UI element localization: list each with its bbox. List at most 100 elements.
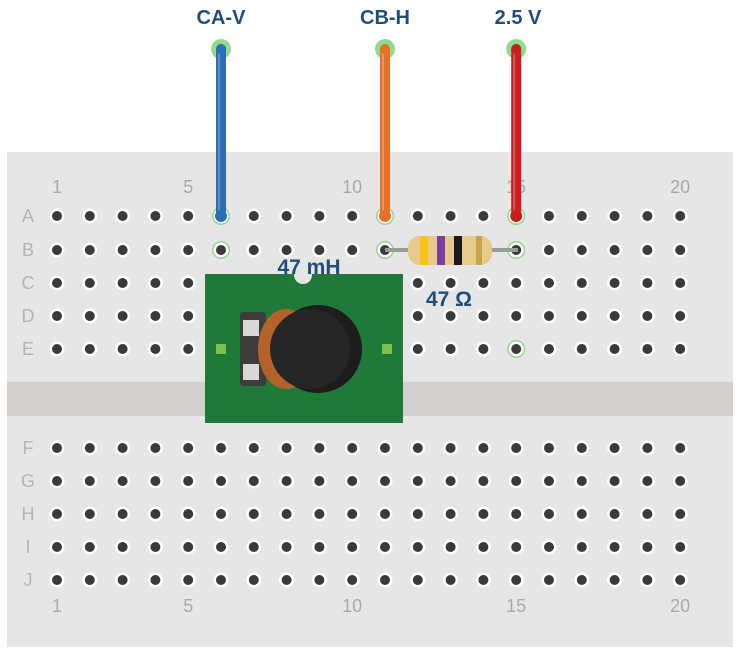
breadboard-hole[interactable]	[84, 245, 95, 255]
breadboard-hole[interactable]	[445, 575, 456, 585]
breadboard-hole[interactable]	[642, 311, 653, 321]
breadboard-hole[interactable]	[281, 245, 292, 255]
breadboard-hole[interactable]	[117, 542, 128, 552]
breadboard-hole[interactable]	[412, 278, 423, 288]
breadboard-hole[interactable]	[544, 211, 554, 221]
breadboard-hole[interactable]	[150, 311, 161, 321]
breadboard-hole[interactable]	[183, 211, 194, 221]
breadboard-hole[interactable]	[675, 245, 686, 255]
breadboard-hole[interactable]	[478, 311, 489, 321]
breadboard-hole[interactable]	[150, 542, 161, 552]
breadboard-hole[interactable]	[183, 311, 194, 321]
breadboard-hole[interactable]	[544, 542, 554, 552]
breadboard-hole[interactable]	[248, 443, 259, 453]
breadboard-hole[interactable]	[380, 542, 390, 552]
breadboard-hole[interactable]	[347, 245, 358, 255]
breadboard-hole[interactable]	[52, 443, 62, 453]
breadboard-hole[interactable]	[576, 344, 587, 354]
breadboard-hole[interactable]	[150, 245, 161, 255]
breadboard-hole[interactable]	[248, 509, 259, 519]
breadboard-hole[interactable]	[478, 575, 489, 585]
breadboard-hole[interactable]	[117, 575, 128, 585]
breadboard-hole[interactable]	[216, 542, 226, 552]
breadboard-hole[interactable]	[511, 443, 522, 453]
breadboard-hole[interactable]	[675, 311, 686, 321]
breadboard-hole[interactable]	[150, 211, 161, 221]
breadboard-hole[interactable]	[150, 443, 161, 453]
breadboard-hole[interactable]	[183, 509, 194, 519]
breadboard-hole[interactable]	[576, 443, 587, 453]
breadboard-hole[interactable]	[478, 542, 489, 552]
breadboard-hole[interactable]	[183, 344, 194, 354]
breadboard-hole[interactable]	[511, 575, 522, 585]
breadboard-hole[interactable]	[609, 575, 620, 585]
breadboard-hole[interactable]	[281, 509, 292, 519]
breadboard-hole[interactable]	[183, 476, 194, 486]
breadboard-hole[interactable]	[445, 443, 456, 453]
breadboard-hole[interactable]	[478, 443, 489, 453]
breadboard-hole[interactable]	[412, 476, 423, 486]
breadboard-hole[interactable]	[216, 575, 226, 585]
breadboard-hole[interactable]	[609, 443, 620, 453]
breadboard-hole[interactable]	[84, 344, 95, 354]
breadboard-hole[interactable]	[445, 509, 456, 519]
breadboard-hole[interactable]	[150, 278, 161, 288]
breadboard-hole[interactable]	[248, 476, 259, 486]
breadboard-hole[interactable]	[445, 311, 456, 321]
breadboard-hole[interactable]	[642, 344, 653, 354]
breadboard-hole[interactable]	[511, 278, 522, 288]
breadboard-hole[interactable]	[380, 476, 390, 486]
breadboard-hole[interactable]	[117, 509, 128, 519]
breadboard-hole[interactable]	[281, 443, 292, 453]
breadboard-hole[interactable]	[281, 211, 292, 221]
breadboard-hole[interactable]	[478, 344, 489, 354]
breadboard-hole[interactable]	[609, 344, 620, 354]
breadboard-hole[interactable]	[445, 476, 456, 486]
inductor-module[interactable]	[205, 266, 403, 423]
breadboard-hole[interactable]	[642, 245, 653, 255]
breadboard-hole[interactable]	[52, 344, 62, 354]
breadboard-hole[interactable]	[544, 245, 554, 255]
breadboard-hole[interactable]	[84, 476, 95, 486]
breadboard-hole[interactable]	[609, 476, 620, 486]
breadboard-hole[interactable]	[544, 476, 554, 486]
breadboard-hole[interactable]	[314, 509, 325, 519]
breadboard-hole[interactable]	[642, 211, 653, 221]
breadboard-hole[interactable]	[576, 509, 587, 519]
breadboard-hole[interactable]	[281, 542, 292, 552]
breadboard-hole[interactable]	[380, 443, 390, 453]
breadboard-hole[interactable]	[52, 278, 62, 288]
breadboard-hole[interactable]	[314, 245, 325, 255]
breadboard-hole[interactable]	[248, 211, 259, 221]
breadboard-hole[interactable]	[511, 344, 522, 354]
breadboard-hole[interactable]	[675, 542, 686, 552]
breadboard-hole[interactable]	[52, 509, 62, 519]
breadboard-hole[interactable]	[576, 575, 587, 585]
breadboard-hole[interactable]	[347, 443, 358, 453]
breadboard-hole[interactable]	[511, 542, 522, 552]
breadboard-hole[interactable]	[675, 575, 686, 585]
breadboard-hole[interactable]	[281, 476, 292, 486]
breadboard-hole[interactable]	[642, 542, 653, 552]
breadboard-hole[interactable]	[183, 575, 194, 585]
breadboard-hole[interactable]	[84, 211, 95, 221]
breadboard-hole[interactable]	[544, 575, 554, 585]
breadboard-hole[interactable]	[576, 278, 587, 288]
breadboard-hole[interactable]	[117, 311, 128, 321]
breadboard-hole[interactable]	[52, 575, 62, 585]
breadboard-hole[interactable]	[347, 575, 358, 585]
breadboard-hole[interactable]	[314, 575, 325, 585]
breadboard-hole[interactable]	[150, 344, 161, 354]
breadboard-hole[interactable]	[117, 245, 128, 255]
breadboard-hole[interactable]	[314, 211, 325, 221]
breadboard-hole[interactable]	[412, 344, 423, 354]
breadboard-hole[interactable]	[117, 211, 128, 221]
breadboard-hole[interactable]	[511, 311, 522, 321]
breadboard-hole[interactable]	[478, 211, 489, 221]
breadboard-hole[interactable]	[576, 245, 587, 255]
breadboard-hole[interactable]	[52, 542, 62, 552]
breadboard-hole[interactable]	[84, 509, 95, 519]
breadboard-hole[interactable]	[248, 245, 259, 255]
breadboard-hole[interactable]	[216, 245, 226, 255]
breadboard-hole[interactable]	[544, 443, 554, 453]
